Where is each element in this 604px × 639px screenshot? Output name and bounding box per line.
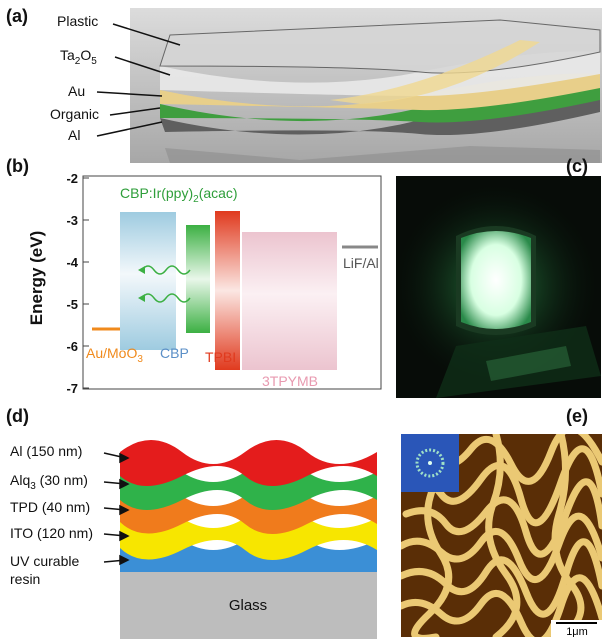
panel-c-label: (c) bbox=[566, 156, 588, 176]
photon-wave-1 bbox=[141, 265, 191, 275]
au-streaks bbox=[330, 40, 540, 104]
band-cbp bbox=[120, 212, 176, 350]
label-lif-al: LiF/Al bbox=[343, 255, 379, 271]
y-tick-label: -7 bbox=[66, 381, 78, 396]
layer-glass bbox=[120, 572, 377, 639]
y-tick-label: -5 bbox=[66, 297, 78, 312]
label-plastic: Plastic bbox=[57, 13, 98, 29]
label-d-resin-2: resin bbox=[10, 571, 40, 587]
label-d-alq3: Alq3 (30 nm) bbox=[10, 472, 88, 492]
fft-inset bbox=[401, 434, 459, 492]
y-tick-label: -4 bbox=[66, 255, 78, 270]
band-tpbi bbox=[215, 211, 240, 370]
photon-wave-2 bbox=[141, 293, 191, 303]
panel-e-afm-image: 1μm bbox=[401, 434, 602, 637]
label-cbp: CBP bbox=[160, 345, 189, 361]
panel-a-device-illustration: Plastic Ta2O5 Au Organic Al bbox=[50, 8, 602, 163]
label-3tpymb: 3TPYMB bbox=[262, 373, 318, 389]
y-tick-label: -3 bbox=[66, 213, 78, 228]
y-tick-label: -6 bbox=[66, 339, 78, 354]
label-glass: Glass bbox=[229, 597, 267, 614]
label-al: Al bbox=[68, 127, 80, 143]
axis-y-title: Energy (eV) bbox=[27, 231, 46, 325]
label-emitter: CBP:Ir(ppy)2(acac) bbox=[120, 185, 238, 205]
scalebar-label: 1μm bbox=[566, 626, 588, 637]
label-d-al: Al (150 nm) bbox=[10, 443, 82, 459]
label-au: Au bbox=[68, 83, 85, 99]
label-tpbi: TPBI bbox=[205, 349, 236, 365]
label-d-tpd: TPD (40 nm) bbox=[10, 499, 90, 515]
panel-d-label: (d) bbox=[6, 406, 29, 426]
band-ir bbox=[186, 225, 210, 333]
panel-e-label: (e) bbox=[566, 406, 588, 426]
panel-c-device-photo bbox=[396, 176, 601, 398]
glowing-panel bbox=[461, 231, 531, 329]
label-d-ito: ITO (120 nm) bbox=[10, 525, 93, 541]
device-shadow bbox=[165, 146, 600, 163]
panel-d-layer-stack: Glass Al (150 nm) Alq3 (30 nm) TPD (40 n… bbox=[10, 440, 377, 639]
panel-b-energy-diagram: Energy (eV) -2 -3 -4 -5 -6 -7 CBP:Ir(ppy)2(ac… bbox=[27, 171, 382, 396]
label-ta2o5: Ta2O5 bbox=[60, 47, 97, 67]
label-organic: Organic bbox=[50, 106, 99, 122]
band-3tpymb bbox=[242, 232, 337, 370]
label-au-moo3: Au/MoO3 bbox=[86, 345, 143, 365]
scalebar-bg bbox=[551, 620, 602, 637]
panel-b-label: (b) bbox=[6, 156, 29, 176]
plot-frame bbox=[82, 175, 382, 390]
panel-a-label: (a) bbox=[6, 6, 28, 26]
layer-al-top bbox=[120, 440, 377, 486]
label-d-resin-1: UV curable bbox=[10, 553, 79, 569]
y-tick-label: -2 bbox=[66, 171, 78, 186]
